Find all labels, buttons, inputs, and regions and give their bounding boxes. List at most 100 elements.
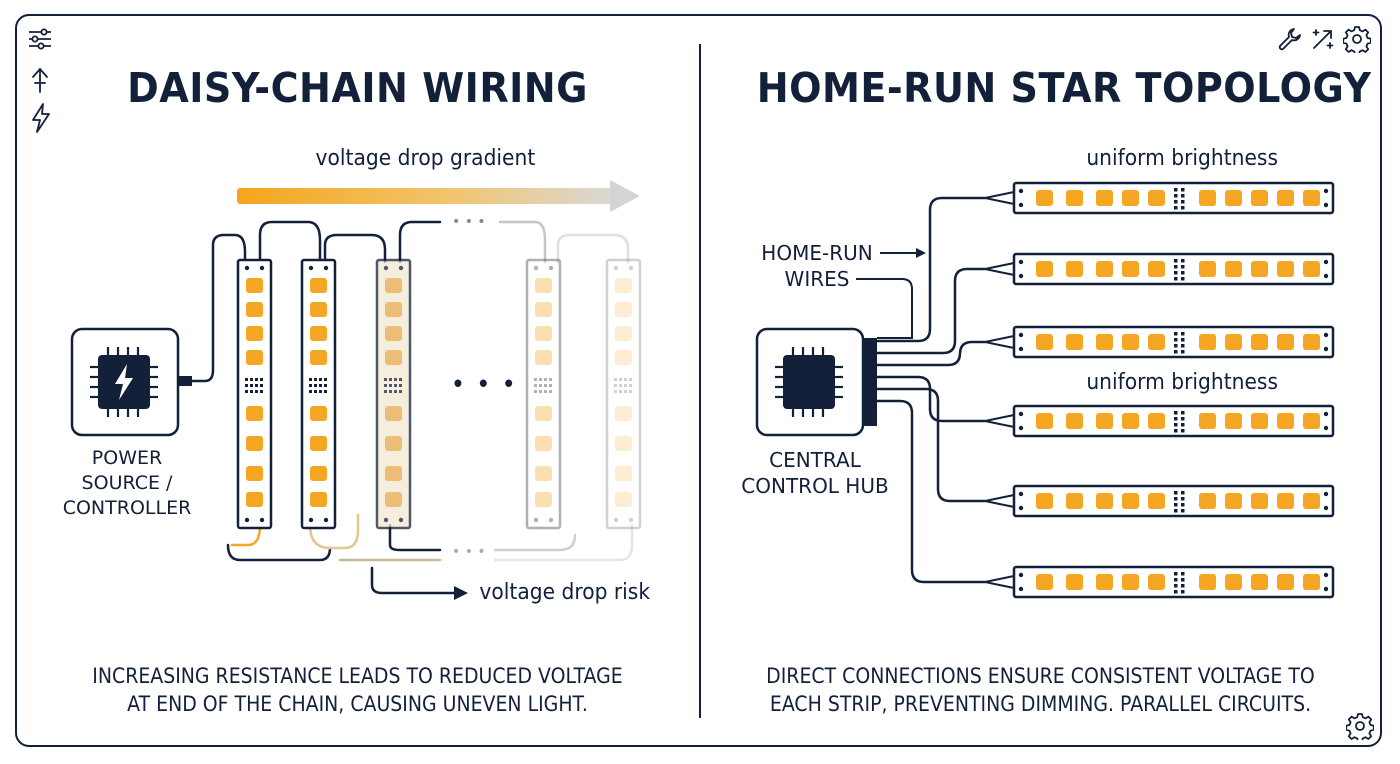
led (1148, 190, 1165, 206)
daisy-strip (375, 258, 412, 530)
led (1251, 493, 1268, 509)
led (310, 302, 327, 317)
led (615, 302, 632, 317)
led (1251, 413, 1268, 429)
led (310, 350, 327, 365)
strip-ellipsis: • • • (450, 370, 518, 400)
led (1303, 334, 1320, 350)
led (1277, 574, 1294, 590)
led (1122, 493, 1139, 509)
led (1096, 261, 1113, 277)
led (1096, 574, 1113, 590)
svg-text:• • •: • • • (452, 544, 486, 560)
led (246, 492, 263, 507)
led (535, 406, 552, 421)
magic-wand-icon[interactable] (1310, 26, 1336, 52)
voltage-gradient-arrow (237, 180, 640, 212)
wrench-icon[interactable] (1277, 26, 1303, 52)
led (1277, 413, 1294, 429)
led (1036, 574, 1053, 590)
led (1096, 190, 1113, 206)
led (535, 492, 552, 507)
led (1148, 334, 1165, 350)
led (1199, 261, 1216, 277)
led (1251, 261, 1268, 277)
led (1199, 190, 1216, 206)
voltage-drop-risk-label: voltage drop risk (479, 580, 651, 605)
sliders-icon[interactable] (27, 27, 53, 51)
home-run-wires-label: HOME-RUN WIRES (761, 241, 873, 291)
led (1148, 413, 1165, 429)
led (615, 278, 632, 293)
antenna-icon[interactable] (30, 66, 50, 94)
daisy-strip (300, 258, 337, 530)
power-source-label: POWER SOURCE / CONTROLLER (62, 447, 192, 519)
star-strip (1012, 325, 1335, 359)
star-strip (1012, 484, 1335, 518)
led (1036, 261, 1053, 277)
led (1303, 190, 1320, 206)
lightning-icon[interactable] (30, 102, 52, 134)
led (1225, 413, 1242, 429)
led (1036, 413, 1053, 429)
led (1277, 190, 1294, 206)
central-hub-box (755, 327, 877, 437)
led (1199, 413, 1216, 429)
led (1066, 190, 1083, 206)
led (615, 492, 632, 507)
led (535, 326, 552, 341)
led (1199, 574, 1216, 590)
led (385, 326, 402, 341)
uniform-brightness-label-mid: uniform brightness (1086, 370, 1279, 395)
led (1251, 334, 1268, 350)
led (1122, 334, 1139, 350)
led (1066, 413, 1083, 429)
led (1096, 493, 1113, 509)
led (246, 350, 263, 365)
led (1066, 334, 1083, 350)
star-strip (1012, 404, 1335, 438)
daisy-chain-title: DAISY-CHAIN WIRING (127, 64, 588, 112)
gear-icon[interactable] (1343, 25, 1371, 53)
led (1303, 261, 1320, 277)
led (1148, 261, 1165, 277)
settings-corner-icon[interactable] (1346, 712, 1374, 740)
led (615, 406, 632, 421)
daisy-strip (236, 258, 273, 530)
led (1225, 493, 1242, 509)
led (310, 436, 327, 451)
power-source-box (70, 327, 192, 437)
star-strip (1012, 565, 1335, 599)
led (1225, 261, 1242, 277)
chip-icon (90, 347, 158, 417)
led (246, 278, 263, 293)
daisy-chain-wires: • • • • • • (190, 214, 634, 600)
voltage-gradient-label: voltage drop gradient (315, 146, 536, 171)
led (1303, 413, 1320, 429)
led (310, 278, 327, 293)
svg-text:• • •: • • • (452, 214, 486, 230)
home-run-label-pointers (856, 248, 926, 339)
panel-divider (699, 44, 701, 718)
led (1251, 190, 1268, 206)
led (1122, 413, 1139, 429)
led (1036, 493, 1053, 509)
led (1303, 493, 1320, 509)
uniform-brightness-label-top: uniform brightness (1086, 146, 1279, 171)
led (1096, 413, 1113, 429)
led (1122, 190, 1139, 206)
led (385, 406, 402, 421)
star-strip (1012, 252, 1335, 286)
led (1225, 574, 1242, 590)
led (615, 350, 632, 365)
led (1036, 334, 1053, 350)
led (1066, 493, 1083, 509)
led (1225, 334, 1242, 350)
led (385, 466, 402, 481)
led (246, 326, 263, 341)
led (1148, 574, 1165, 590)
led (535, 302, 552, 317)
led (385, 436, 402, 451)
led (246, 302, 263, 317)
